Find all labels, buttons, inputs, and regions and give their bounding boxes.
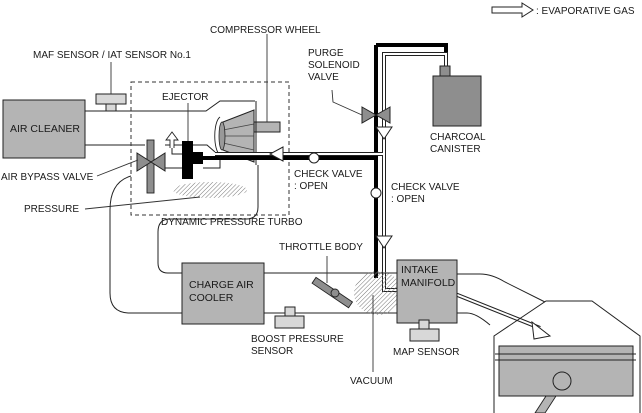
svg-text:COOLER: COOLER [189, 292, 234, 304]
hollow-arrow-icon [491, 2, 534, 18]
maf-sensor: MAF SENSOR / IAT SENSOR No.1 [33, 50, 191, 112]
svg-text:VALVE: VALVE [308, 72, 339, 83]
loop-pipe-outer [109, 175, 182, 314]
svg-text:PRESSURE: PRESSURE [24, 204, 79, 215]
svg-text:SENSOR: SENSOR [251, 346, 293, 357]
charcoal-canister: CHARCOAL CANISTER [430, 65, 486, 155]
throttle-body: THROTTLE BODY [279, 242, 363, 309]
air-cleaner: AIR CLEANER [2, 99, 86, 159]
svg-text:: OPEN: : OPEN [294, 181, 328, 192]
check-valve-2: CHECK VALVE : OPEN [370, 182, 460, 205]
charge-air-cooler: CHARGE AIR COOLER [181, 262, 265, 325]
check-valve-1: CHECK VALVE : OPEN [294, 152, 363, 192]
svg-text:PURGE: PURGE [308, 48, 344, 59]
svg-text:CANISTER: CANISTER [430, 144, 481, 155]
ejector-label: EJECTOR [162, 92, 209, 103]
svg-text:MAP SENSOR: MAP SENSOR [393, 347, 460, 358]
svg-text:THROTTLE BODY: THROTTLE BODY [279, 242, 363, 253]
svg-text:VACUUM: VACUUM [350, 376, 393, 387]
dynamic-pressure-turbo-frame [130, 81, 290, 216]
svg-text:AIR BYPASS VALVE: AIR BYPASS VALVE [1, 172, 94, 183]
legend-label: : EVAPORATIVE GAS [536, 6, 635, 17]
svg-text:CHARCOAL: CHARCOAL [430, 132, 486, 143]
svg-text:CHECK VALVE: CHECK VALVE [294, 169, 363, 180]
purge-solenoid-valve: PURGE SOLENOID VALVE [308, 48, 391, 124]
intake-manifold: INTAKE MANIFOLD [396, 259, 458, 324]
svg-text:INTAKE: INTAKE [401, 264, 438, 276]
svg-text:BOOST PRESSURE: BOOST PRESSURE [251, 334, 344, 345]
svg-text:CHARGE AIR: CHARGE AIR [189, 279, 254, 291]
legend: : EVAPORATIVE GAS [491, 2, 635, 18]
vacuum-area: VACUUM [350, 271, 402, 387]
map-sensor: MAP SENSOR [393, 319, 460, 358]
svg-text:SOLENOID: SOLENOID [308, 60, 360, 71]
ejector: EJECTOR [162, 92, 221, 179]
engine-cylinder [493, 300, 641, 413]
compressor-wheel-label: COMPRESSOR WHEEL [210, 25, 321, 36]
air-cleaner-label: AIR CLEANER [10, 123, 80, 135]
dynamic-pressure-turbo-label: DYNAMIC PRESSURE TURBO [161, 217, 303, 228]
svg-text:CHECK VALVE: CHECK VALVE [391, 182, 460, 193]
intake-pipe-upper [85, 100, 255, 112]
loop-pipe-inner [157, 165, 259, 274]
maf-sensor-label: MAF SENSOR / IAT SENSOR No.1 [33, 50, 191, 61]
pressure-area: PRESSURE [24, 182, 247, 215]
svg-text:: OPEN: : OPEN [391, 194, 425, 205]
air-bypass-valve: AIR BYPASS VALVE [1, 139, 182, 194]
svg-text:MANIFOLD: MANIFOLD [401, 277, 456, 289]
boost-pressure-sensor: BOOST PRESSURE SENSOR [251, 306, 344, 357]
